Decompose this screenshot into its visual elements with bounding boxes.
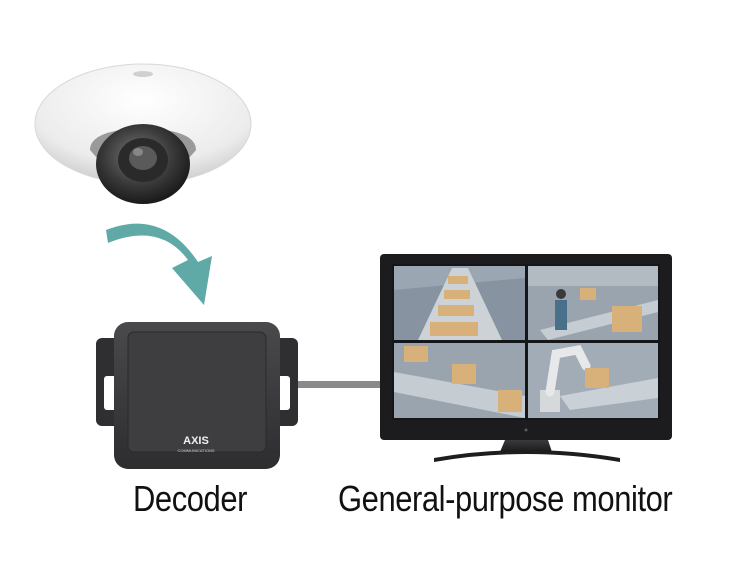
decoder-label: Decoder [133, 478, 248, 519]
decoder-brand: AXIS [183, 435, 209, 447]
flow-arrow-icon [106, 223, 212, 305]
cable-icon [298, 381, 388, 388]
decoder-icon: AXIS COMMUNICATIONS [96, 322, 298, 469]
screen-quadrant-3 [394, 343, 525, 418]
screen-quadrant-2 [528, 266, 658, 340]
monitor-icon [380, 254, 672, 462]
decoder-brand-sub: COMMUNICATIONS [177, 448, 214, 453]
screen-quadrant-4 [528, 343, 658, 418]
monitor-label: General-purpose monitor [338, 478, 673, 519]
dome-camera-icon [34, 63, 252, 204]
screen-quadrant-1 [394, 266, 525, 340]
